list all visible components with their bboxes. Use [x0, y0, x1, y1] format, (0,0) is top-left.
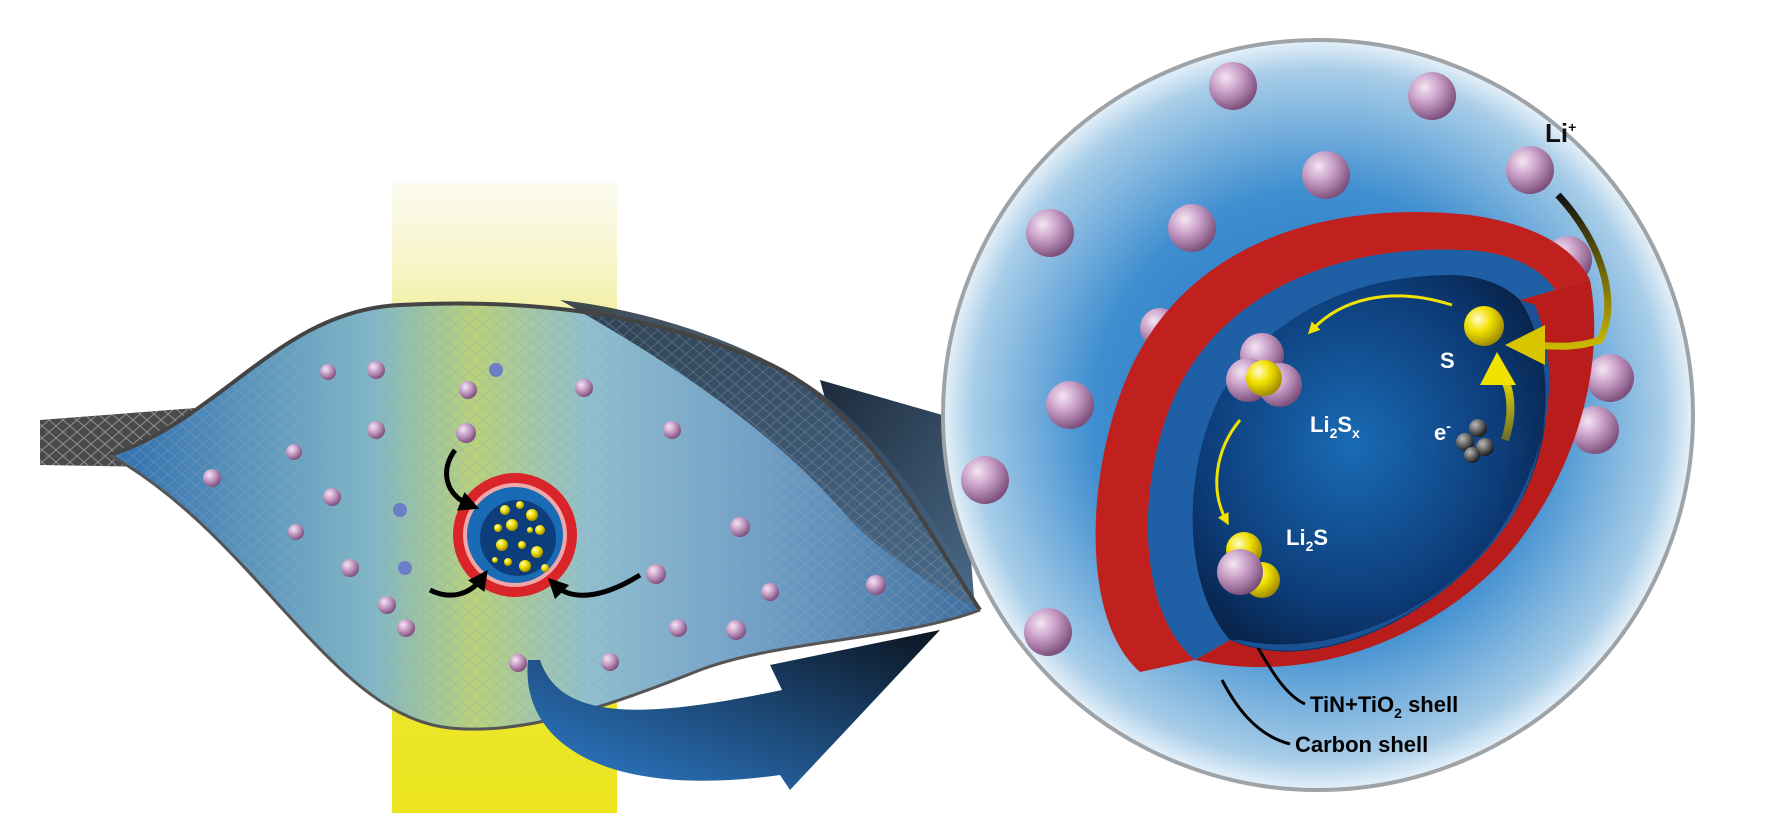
- tin-tio2-shell-label: TiN+TiO2 shell: [1310, 692, 1458, 721]
- sulfur-to-li2sx-arrow: [1307, 294, 1453, 335]
- li2sx-label: Li2Sx: [1310, 412, 1360, 441]
- electron-arrowhead: [1480, 352, 1516, 385]
- callout-lines: [1220, 647, 1306, 746]
- li-ion-arrowhead: [1505, 325, 1545, 365]
- cavity-contents: [1215, 192, 1612, 598]
- sulfur-atom: [1464, 306, 1504, 346]
- zoom-arrow: [527, 630, 940, 790]
- sheet-particle: [428, 448, 642, 600]
- electron-label: e-: [1434, 418, 1451, 445]
- carbon-shell-label: Carbon shell: [1295, 732, 1428, 757]
- li2s-label: Li2S: [1286, 525, 1328, 554]
- sheet-li-ions: [203, 361, 886, 672]
- li2sx-cluster: [1226, 333, 1302, 407]
- sulfur-label: S: [1440, 348, 1455, 373]
- li2sx-to-li2s-arrow: [1215, 419, 1242, 526]
- li2s-cluster: [1217, 532, 1280, 598]
- li-ion-arrow: [1519, 192, 1612, 350]
- li-ion-label: Li+: [1545, 118, 1576, 148]
- electron-cluster: [1456, 419, 1494, 463]
